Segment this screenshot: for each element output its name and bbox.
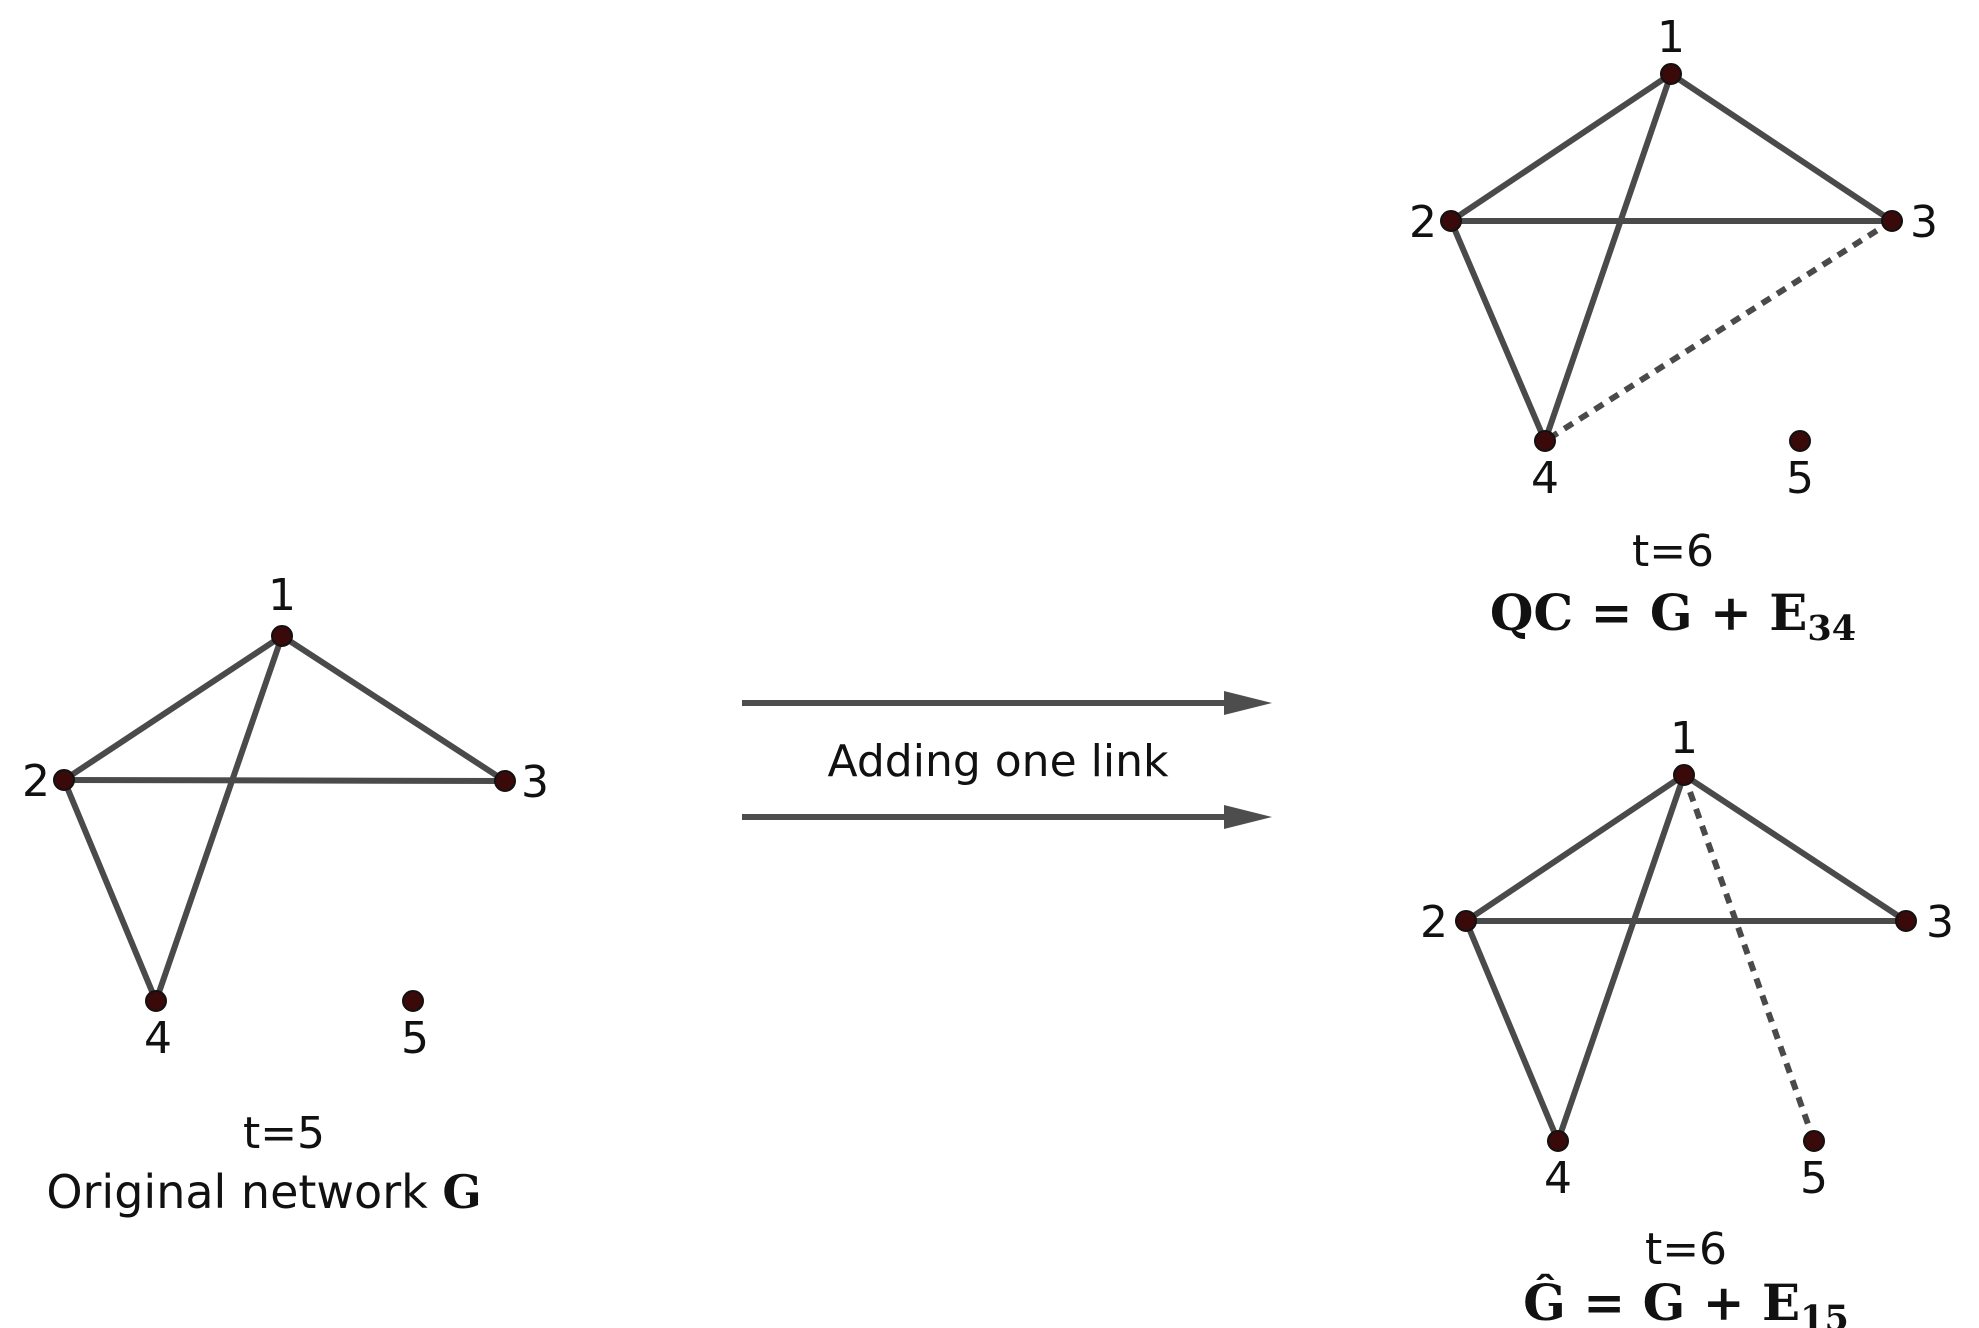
time-label: t=5: [243, 1108, 325, 1159]
edge-1-4: [1555, 772, 1687, 1144]
edge-1-2: [61, 633, 285, 783]
node-label-2: 2: [1420, 897, 1448, 948]
node-1: [1660, 63, 1682, 85]
node-3: [494, 770, 516, 792]
node-label-5: 5: [1786, 453, 1814, 504]
node-3: [1881, 210, 1903, 232]
edge-1-4: [1542, 71, 1674, 444]
edge-1-4: [153, 633, 285, 1004]
graph-ghat: 1 2 3 4 5 t=6Ĝ = G + E15: [1420, 713, 1954, 1328]
node-label-3: 3: [1910, 197, 1938, 248]
edge-2-4: [1463, 918, 1561, 1144]
caption-text: Original network: [46, 1165, 442, 1219]
added-edge-3-4: [1543, 218, 1894, 444]
edge-1-2: [1463, 772, 1687, 924]
caption-math: G: [442, 1165, 481, 1219]
caption-math-subscript: 15: [1800, 1298, 1849, 1328]
edge-1-3: [1668, 71, 1895, 224]
arrow-bottom-head: [1224, 805, 1272, 829]
arrow-top-head: [1224, 691, 1272, 715]
node-2: [1455, 910, 1477, 932]
node-3: [1895, 910, 1917, 932]
node-label-4: 4: [144, 1013, 172, 1064]
node-label-4: 4: [1544, 1153, 1572, 1204]
node-2: [53, 769, 75, 791]
edge-1-3: [1681, 772, 1909, 924]
node-label-1: 1: [268, 570, 296, 621]
node-2: [1440, 210, 1462, 232]
node-4: [1534, 430, 1556, 452]
node-1: [271, 625, 293, 647]
edge-2-3: [61, 777, 508, 784]
node-4: [145, 990, 167, 1012]
caption: Ĝ = G + E15: [1523, 1273, 1849, 1328]
added-edge-1-5: [1681, 773, 1817, 1143]
node-label-3: 3: [521, 757, 549, 808]
caption: QC = G + E34: [1490, 583, 1856, 649]
node-label-1: 1: [1657, 12, 1685, 63]
edge-1-3: [279, 633, 508, 784]
caption: Original network G: [46, 1165, 481, 1219]
arrows: Adding one link: [742, 691, 1272, 829]
node-label-1: 1: [1670, 713, 1698, 764]
edge-2-4: [61, 777, 159, 1004]
time-label: t=6: [1632, 526, 1714, 577]
edge-2-4: [1448, 218, 1548, 444]
node-label-2: 2: [22, 756, 50, 807]
node-5: [1789, 430, 1811, 452]
caption-math-subscript: 34: [1807, 608, 1856, 649]
arrow-label: Adding one link: [828, 736, 1169, 787]
node-label-3: 3: [1926, 897, 1954, 948]
node-4: [1547, 1130, 1569, 1152]
node-label-5: 5: [401, 1013, 429, 1064]
node-label-2: 2: [1409, 197, 1437, 248]
node-1: [1673, 764, 1695, 786]
node-5: [402, 990, 424, 1012]
caption-math: Ĝ = G + E: [1523, 1273, 1800, 1328]
node-label-5: 5: [1800, 1153, 1828, 1204]
time-label: t=6: [1645, 1224, 1727, 1275]
node-label-4: 4: [1531, 453, 1559, 504]
node-5: [1803, 1130, 1825, 1152]
edge-1-2: [1448, 71, 1674, 224]
caption-math: QC = G + E: [1490, 583, 1808, 642]
